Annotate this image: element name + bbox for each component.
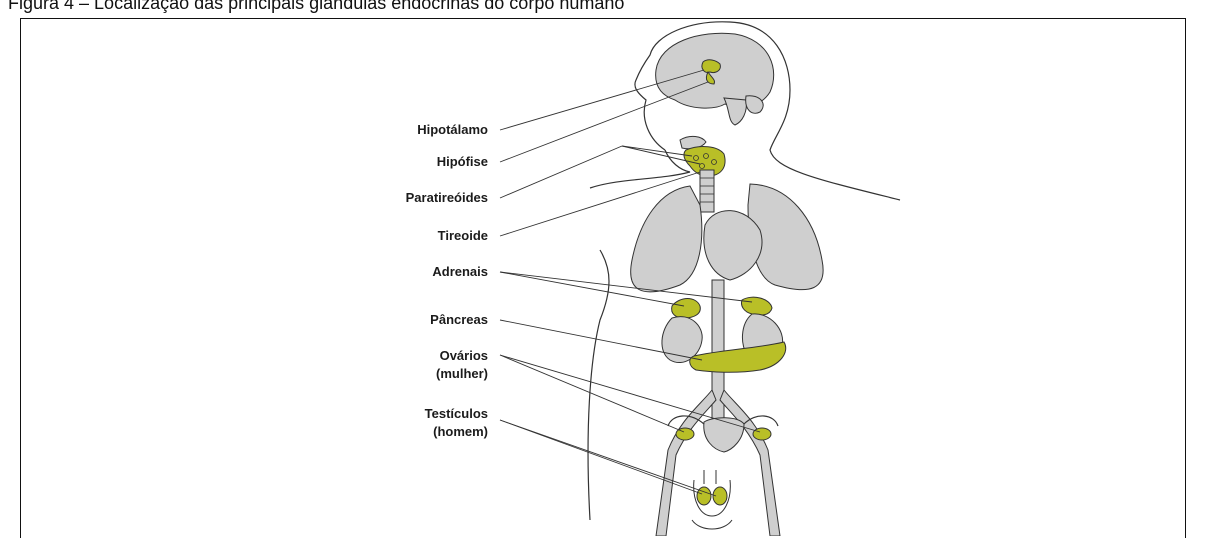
pancreas-gland [690,342,786,372]
label-ovarios-sub: (mulher) [436,366,488,381]
heart [704,211,762,280]
label-hipotalamo: Hipotálamo [417,122,488,137]
label-adrenais: Adrenais [432,264,488,279]
leader-paratireoides-a [500,146,622,198]
labels: Hipotálamo Hipófise Paratireóides Tireoi… [406,122,488,439]
leader-hipofise [500,82,708,162]
trachea [700,170,714,212]
label-testiculos-sub: (homem) [433,424,488,439]
label-tireoide: Tireoide [438,228,488,243]
label-pancreas: Pâncreas [430,312,488,327]
leader-hipotalamo [500,70,704,130]
label-ovarios: Ovários [440,348,488,363]
label-paratireoides: Paratireóides [406,190,488,205]
label-testiculos: Testículos [425,406,488,421]
testes [692,470,732,529]
label-hipofise: Hipófise [437,154,488,169]
